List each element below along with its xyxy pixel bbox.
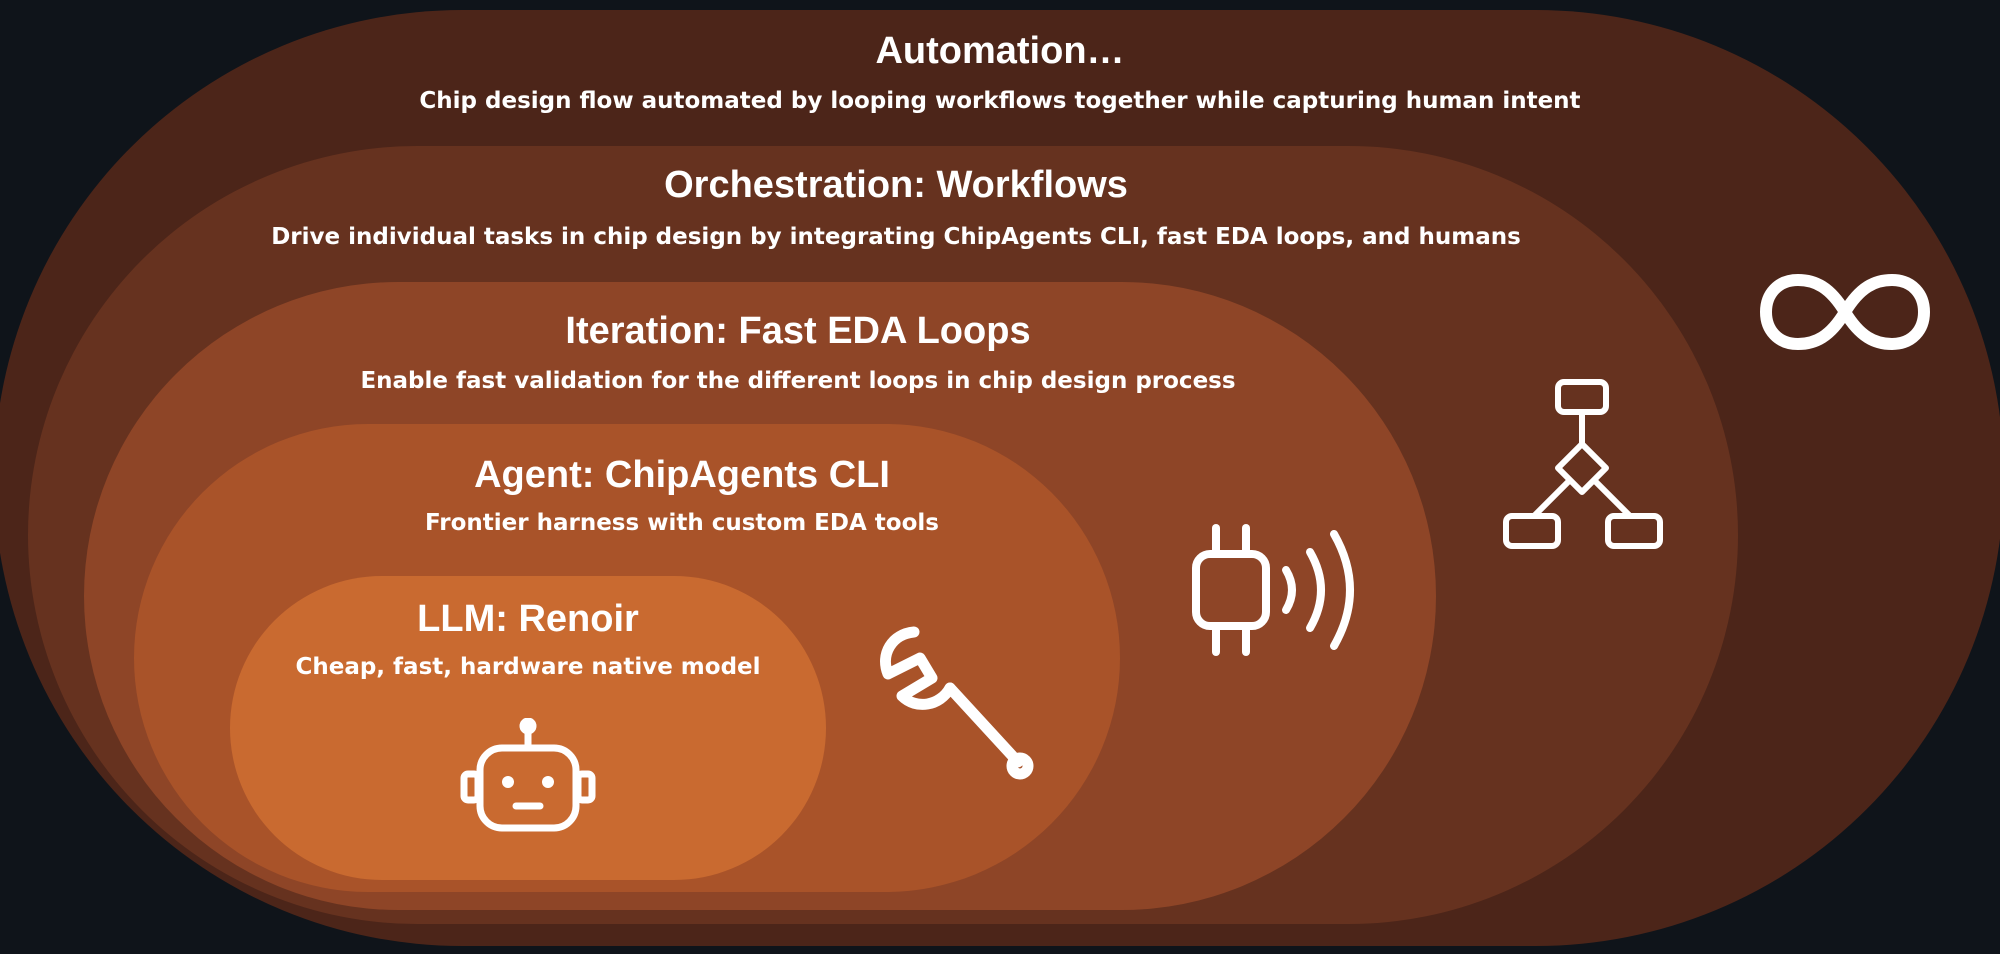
wrench-icon [870,622,1040,792]
orchestration-subtitle: Drive individual tasks in chip design by… [271,224,1521,250]
iteration-title: Iteration: Fast EDA Loops [565,310,1031,352]
robot-icon [458,718,598,838]
chip-signal-icon [1186,514,1376,664]
automation-subtitle: Chip design flow automated by looping wo… [419,88,1581,114]
agent-title: Agent: ChipAgents CLI [474,454,890,496]
infinity-icon [1760,272,1930,352]
automation-title: Automation… [875,30,1125,72]
agent-subtitle: Frontier harness with custom EDA tools [425,510,939,536]
llm-subtitle: Cheap, fast, hardware native model [295,654,761,680]
iteration-subtitle: Enable fast validation for the different… [360,368,1236,394]
llm-title: LLM: Renoir [417,598,639,640]
workflow-icon [1498,376,1668,556]
orchestration-title: Orchestration: Workflows [664,164,1128,206]
